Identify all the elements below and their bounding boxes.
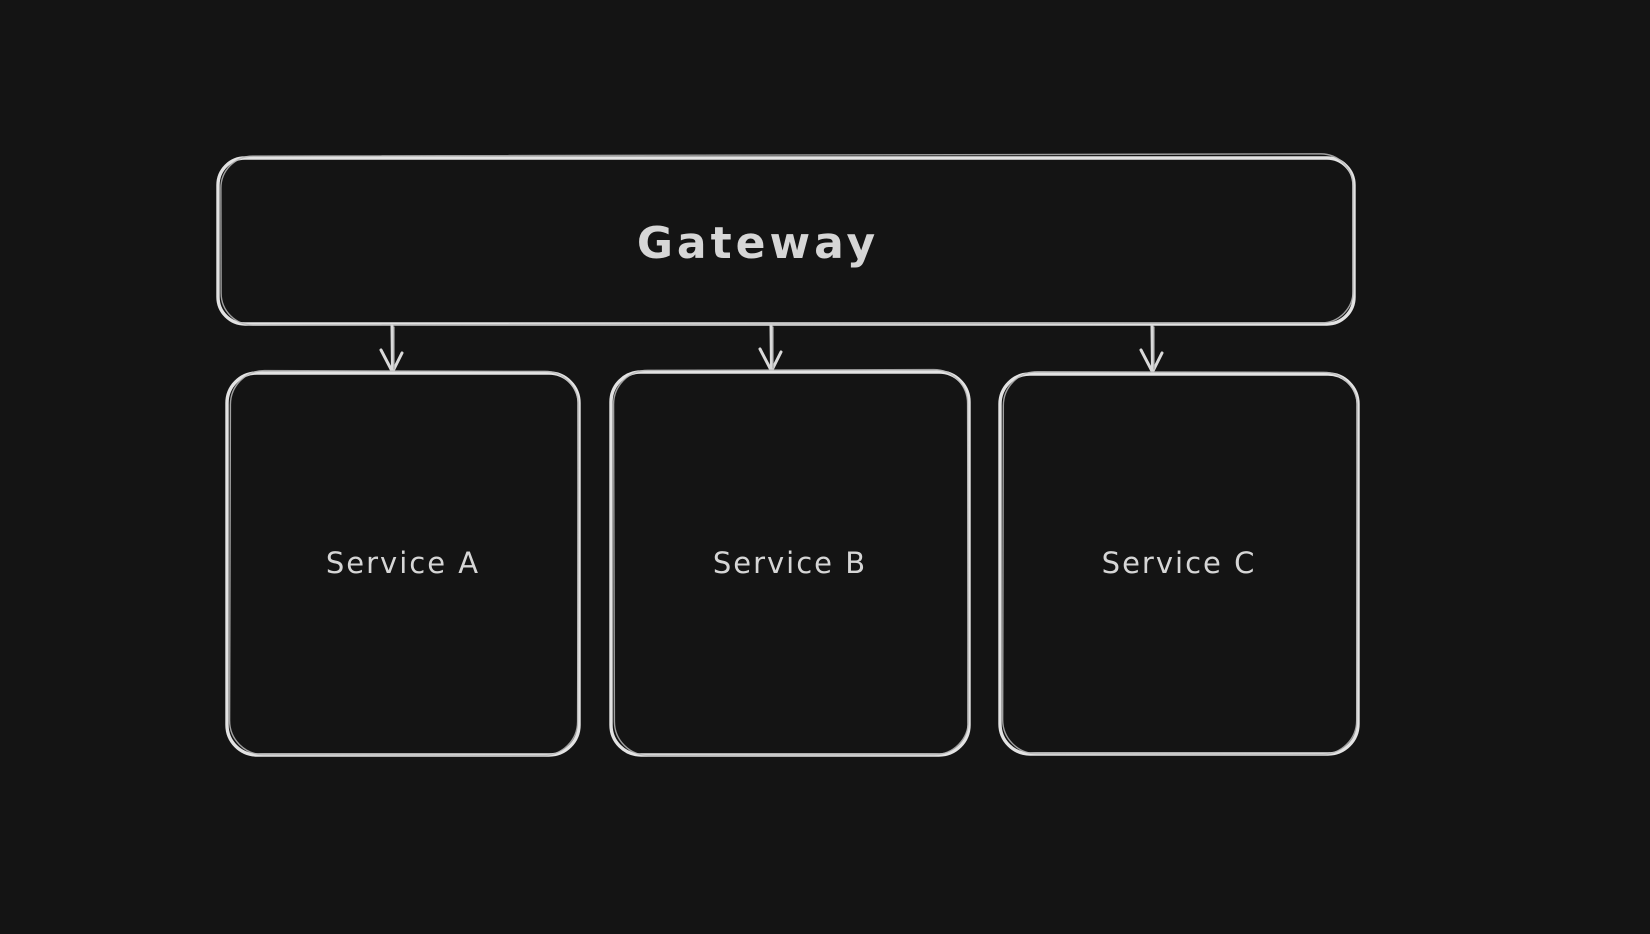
node-service-b[interactable]: Service B — [609, 368, 971, 757]
arrow-gateway-to-service-a[interactable] — [379, 324, 404, 374]
service-c-label: Service C — [1102, 546, 1257, 580]
arrow-shaft — [390, 324, 394, 373]
arrow-shaft — [1150, 324, 1154, 373]
arrow-shaft — [769, 324, 773, 372]
gateway-label: Gateway — [637, 218, 879, 269]
arrow-gateway-to-service-b[interactable] — [758, 324, 783, 373]
node-service-a[interactable]: Service A — [225, 369, 581, 757]
node-gateway[interactable]: Gateway — [216, 153, 1356, 326]
service-b-label: Service B — [713, 546, 867, 580]
gateway-box-outline-sketch-overdraw — [220, 153, 1354, 326]
arrow-gateway-to-service-c[interactable] — [1139, 324, 1164, 374]
service-a-box-outline-sketch-overdraw — [228, 369, 580, 757]
service-a-label: Service A — [326, 546, 480, 580]
service-b-box-outline-sketch-overdraw — [612, 368, 970, 757]
service-c-box-outline-sketch-overdraw — [1001, 371, 1359, 756]
node-service-c[interactable]: Service C — [998, 371, 1360, 756]
